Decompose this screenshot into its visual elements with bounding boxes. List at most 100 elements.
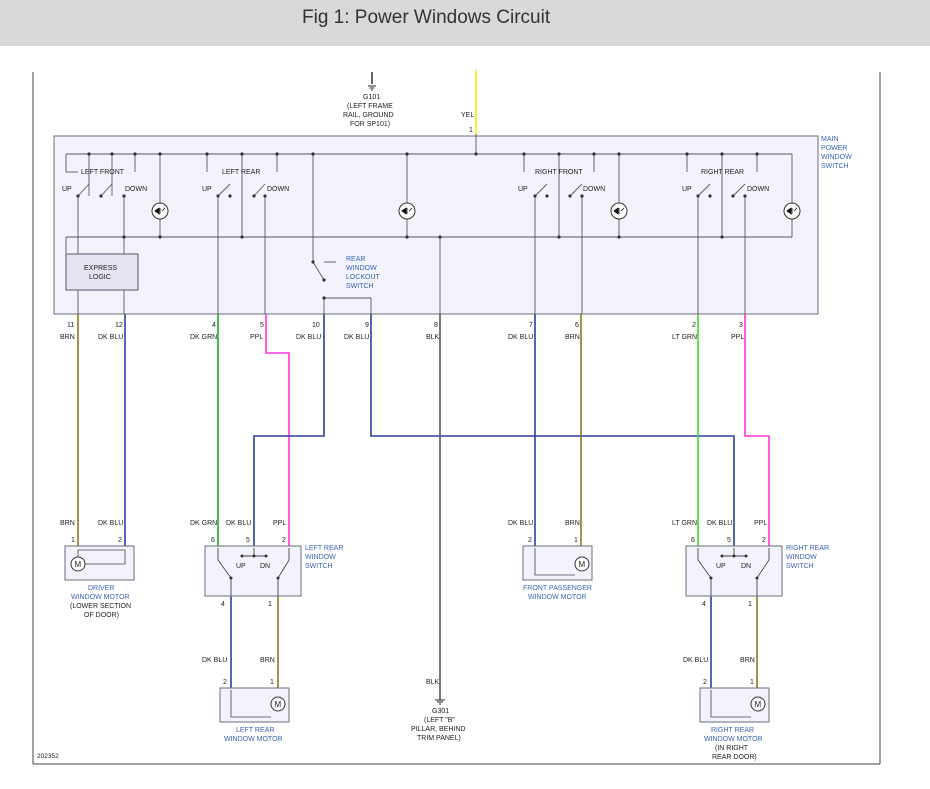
lockout-label-2: WINDOW: [346, 265, 377, 272]
rf-down: DOWN: [583, 186, 605, 193]
motor-icon: [750, 696, 766, 712]
rrs-pin4: 4: [702, 601, 706, 608]
driver-motor-note-1: (LOWER SECTION: [70, 603, 131, 610]
lrs-label-3: SWITCH: [305, 563, 333, 570]
lrs-pin6: 6: [211, 537, 215, 544]
lr-dn-label: DN: [260, 563, 270, 570]
pin-4-color: DK GRN: [190, 334, 217, 341]
led-icon: [398, 202, 416, 220]
motor-internal: [230, 690, 271, 718]
lf-down: DOWN: [125, 186, 147, 193]
rr-up: UP: [682, 186, 692, 193]
g301-name: G301: [432, 708, 449, 715]
pin-3: 3: [739, 322, 743, 329]
pin-8: 8: [434, 322, 438, 329]
motor-internal: [77, 549, 126, 565]
lrs-pin5-color: DK BLU: [226, 520, 251, 527]
lr-down: DOWN: [267, 186, 289, 193]
pin-9-color: DK BLU: [344, 334, 369, 341]
lrm-label-2: WINDOW MOTOR: [224, 736, 283, 743]
rrm-label-1: RIGHT REAR: [711, 727, 754, 734]
led-icon: [783, 202, 801, 220]
lockout-label-3: LOCKOUT: [346, 274, 381, 281]
lrs-pin1-color: BRN: [260, 657, 275, 664]
driver-motor-label-1: DRIVER: [88, 585, 114, 592]
ground-icon: [368, 85, 376, 91]
pin-10-color: DK BLU: [296, 334, 321, 341]
driver-pin2: 2: [118, 537, 122, 544]
pin-3-color: PPL: [731, 334, 744, 341]
rrm-pin2: 2: [703, 679, 707, 686]
left-rear-switch-box: [204, 545, 302, 597]
section-left-front: LEFT FRONT: [81, 169, 125, 176]
driver-motor-note-2: OF DOOR): [84, 612, 119, 619]
wire-dkblu-10: [253, 314, 325, 548]
rrm-note-2: REAR DOOR): [712, 754, 757, 761]
rrm-pin1: 1: [750, 679, 754, 686]
rrs-pin6: 6: [691, 537, 695, 544]
fpm-pin1: 1: [574, 537, 578, 544]
lrs-pin5: 5: [246, 537, 250, 544]
driver-motor-label-2: WINDOW MOTOR: [71, 594, 130, 601]
feed-color: YEL: [461, 112, 474, 119]
led-icon: [610, 202, 628, 220]
lrs-pin4: 4: [221, 601, 225, 608]
driver-pin1: 1: [71, 537, 75, 544]
pin-5: 5: [260, 322, 264, 329]
driver-pin2-color: DK BLU: [98, 520, 123, 527]
lrs-pin6-color: DK GRN: [190, 520, 217, 527]
motor-m: M: [755, 700, 762, 709]
lrs-pin2-color: PPL: [273, 520, 286, 527]
motor-m: M: [275, 700, 282, 709]
pin-7-color: DK BLU: [508, 334, 533, 341]
g301-wire-color: BLK: [426, 679, 440, 686]
rrm-note-1: (IN RIGHT: [715, 745, 749, 752]
lr-up: UP: [202, 186, 212, 193]
pin-12-color: DK BLU: [98, 334, 123, 341]
lockout-label-4: SWITCH: [346, 283, 374, 290]
main-switch-label-4: SWITCH: [821, 163, 849, 170]
lf-up: UP: [62, 186, 72, 193]
motor-m: M: [579, 560, 586, 569]
junction-dots: [76, 152, 759, 300]
wire-dkblu-9: [370, 314, 735, 548]
g101-line-1: (LEFT FRAME: [347, 103, 393, 110]
rrs-pin5: 5: [727, 537, 731, 544]
section-right-rear: RIGHT REAR: [701, 169, 744, 176]
main-pin-labels: 11 BRN 12 DK BLU 4 DK GRN 5 PPL 10 DK BL…: [60, 322, 744, 341]
lr-switch-dots: [229, 554, 280, 580]
led-icon: [151, 202, 169, 220]
pin-7: 7: [529, 322, 533, 329]
lockout-label-1: REAR: [346, 256, 365, 263]
rrs-label-3: SWITCH: [786, 563, 814, 570]
pin-11-color: BRN: [60, 334, 75, 341]
feed-pin: 1: [469, 127, 473, 134]
main-switch-internals: [65, 134, 793, 314]
main-switch-label-3: WINDOW: [821, 154, 852, 161]
pin-2: 2: [692, 322, 696, 329]
lrm-label-1: LEFT REAR: [236, 727, 274, 734]
g301-line-2: PILLAR, BEHIND: [411, 726, 465, 733]
rrs-pin2: 2: [762, 537, 766, 544]
section-left-rear: LEFT REAR: [222, 169, 260, 176]
g101-line-2: RAIL, GROUND: [343, 112, 394, 119]
pin-2-color: LT GRN: [672, 334, 697, 341]
motor-m: M: [75, 560, 82, 569]
wire-ppl-5: [265, 314, 290, 548]
driver-motor-box: [64, 545, 135, 581]
lrs-pin1: 1: [268, 601, 272, 608]
ground-icon: [435, 699, 445, 705]
g101-name: G101: [363, 94, 380, 101]
pin-8-color: BLK: [426, 334, 440, 341]
pin-11: 11: [67, 322, 74, 329]
fpm-label-2: WINDOW MOTOR: [528, 594, 587, 601]
motor-icon: [270, 696, 286, 712]
rf-up: UP: [518, 186, 528, 193]
lrs-label-2: WINDOW: [305, 554, 336, 561]
pin-6-color: BRN: [565, 334, 580, 341]
rrs-pin2-color: PPL: [754, 520, 767, 527]
page-title: Fig 1: Power Windows Circuit: [302, 7, 551, 28]
header-bar: Fig 1: Power Windows Circuit: [0, 0, 930, 46]
main-switch-label-2: POWER: [821, 145, 847, 152]
fpm-pin2-color: DK BLU: [508, 520, 533, 527]
